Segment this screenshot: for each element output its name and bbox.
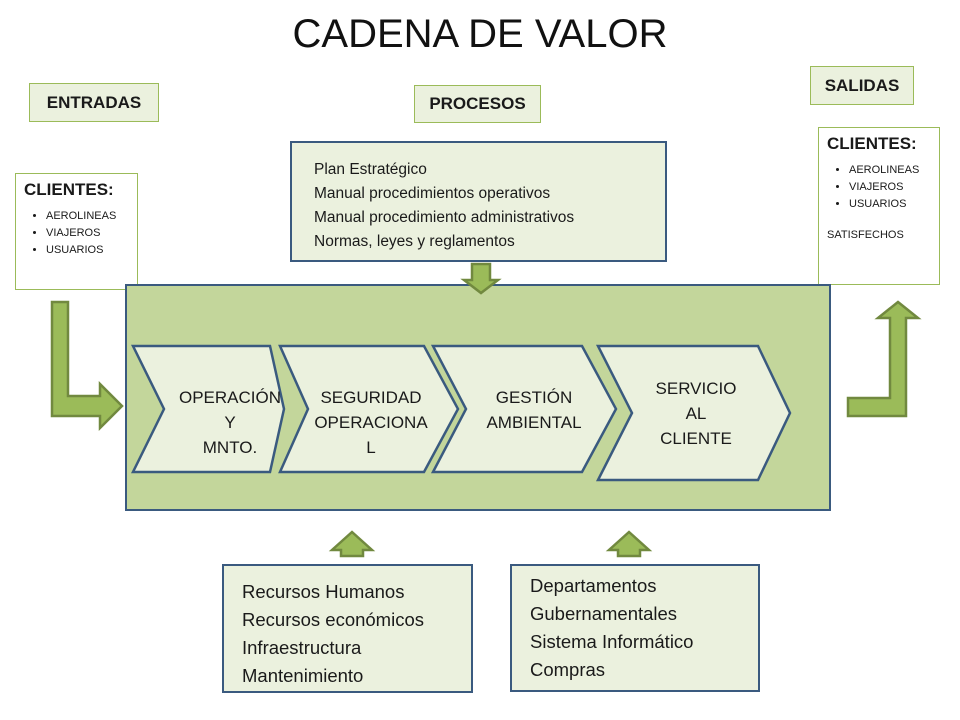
resource-item: Infraestructura <box>242 637 362 658</box>
resource-item: Mantenimiento <box>242 665 364 686</box>
process-chevron <box>130 344 286 474</box>
up-arrow-icon <box>605 530 653 558</box>
department-item: Departamentos <box>530 575 657 596</box>
process-line: GESTIÓN <box>495 388 573 407</box>
output-client-item: VIAJEROS <box>849 179 931 196</box>
input-client-item: USUARIOS <box>46 242 129 259</box>
department-item: Sistema Informático <box>530 631 694 652</box>
plan-item: Plan Estratégico <box>314 161 427 178</box>
process-line: OPERACIÓN <box>178 387 282 407</box>
process-line: CLIENTE <box>660 428 732 448</box>
plan-item: Manual procedimiento administrativos <box>314 209 575 226</box>
procesos-label: PROCESOS <box>414 85 541 123</box>
elbow-arrow-right-icon <box>50 300 124 432</box>
input-client-item: AEROLINEAS <box>46 208 129 225</box>
process-chevron <box>430 344 618 474</box>
input-client-item: VIAJEROS <box>46 225 129 242</box>
department-item: Compras <box>530 659 606 680</box>
process-line: Y <box>224 412 236 432</box>
plan-item: Manual procedimientos operativos <box>314 185 551 202</box>
down-arrow-icon <box>460 262 502 295</box>
output-client-item: AEROLINEAS <box>849 162 931 179</box>
process-gestion: GESTIÓN AMBIENTAL <box>466 380 602 440</box>
process-line: AL <box>685 403 707 423</box>
output-clients-title: CLIENTES: <box>827 134 917 153</box>
output-clients-box: CLIENTES: AEROLINEAS VIAJEROS USUARIOS S… <box>818 127 940 285</box>
process-line: OPERACIONA <box>314 412 428 432</box>
up-arrow-icon <box>328 530 376 558</box>
salidas-label: SALIDAS <box>810 66 914 105</box>
resource-item: Recursos Humanos <box>242 581 405 602</box>
process-line: L <box>366 437 376 457</box>
output-client-item: USUARIOS <box>849 196 931 213</box>
resources-box: Recursos Humanos Recursos económicos Inf… <box>222 564 473 693</box>
process-line: SEGURIDAD <box>320 387 422 407</box>
process-line: SERVICIO <box>655 378 737 398</box>
elbow-arrow-up-icon <box>846 300 922 418</box>
plan-item: Normas, leyes y reglamentos <box>314 233 515 250</box>
process-line: AMBIENTAL <box>486 413 582 432</box>
departments-box: Departamentos Gubernamentales Sistema In… <box>510 564 760 692</box>
process-operacion: OPERACIÓN Y MNTO. <box>160 380 300 464</box>
entradas-label: ENTRADAS <box>29 83 159 122</box>
output-clients-note: SATISFECHOS <box>827 229 904 241</box>
process-seguridad: SEGURIDAD OPERACIONA L <box>300 380 442 464</box>
page-title: CADENA DE VALOR <box>292 12 668 56</box>
input-clients-box: CLIENTES: AEROLINEAS VIAJEROS USUARIOS <box>15 173 138 290</box>
plans-box: Plan Estratégico Manual procedimientos o… <box>290 141 667 262</box>
process-servicio: SERVICIO AL CLIENTE <box>630 368 762 458</box>
input-clients-title: CLIENTES: <box>24 180 114 199</box>
process-chevron <box>278 344 460 474</box>
resource-item: Recursos económicos <box>242 609 424 630</box>
process-chevron <box>595 344 792 482</box>
process-line: MNTO. <box>202 437 258 457</box>
department-item: Gubernamentales <box>530 603 678 624</box>
